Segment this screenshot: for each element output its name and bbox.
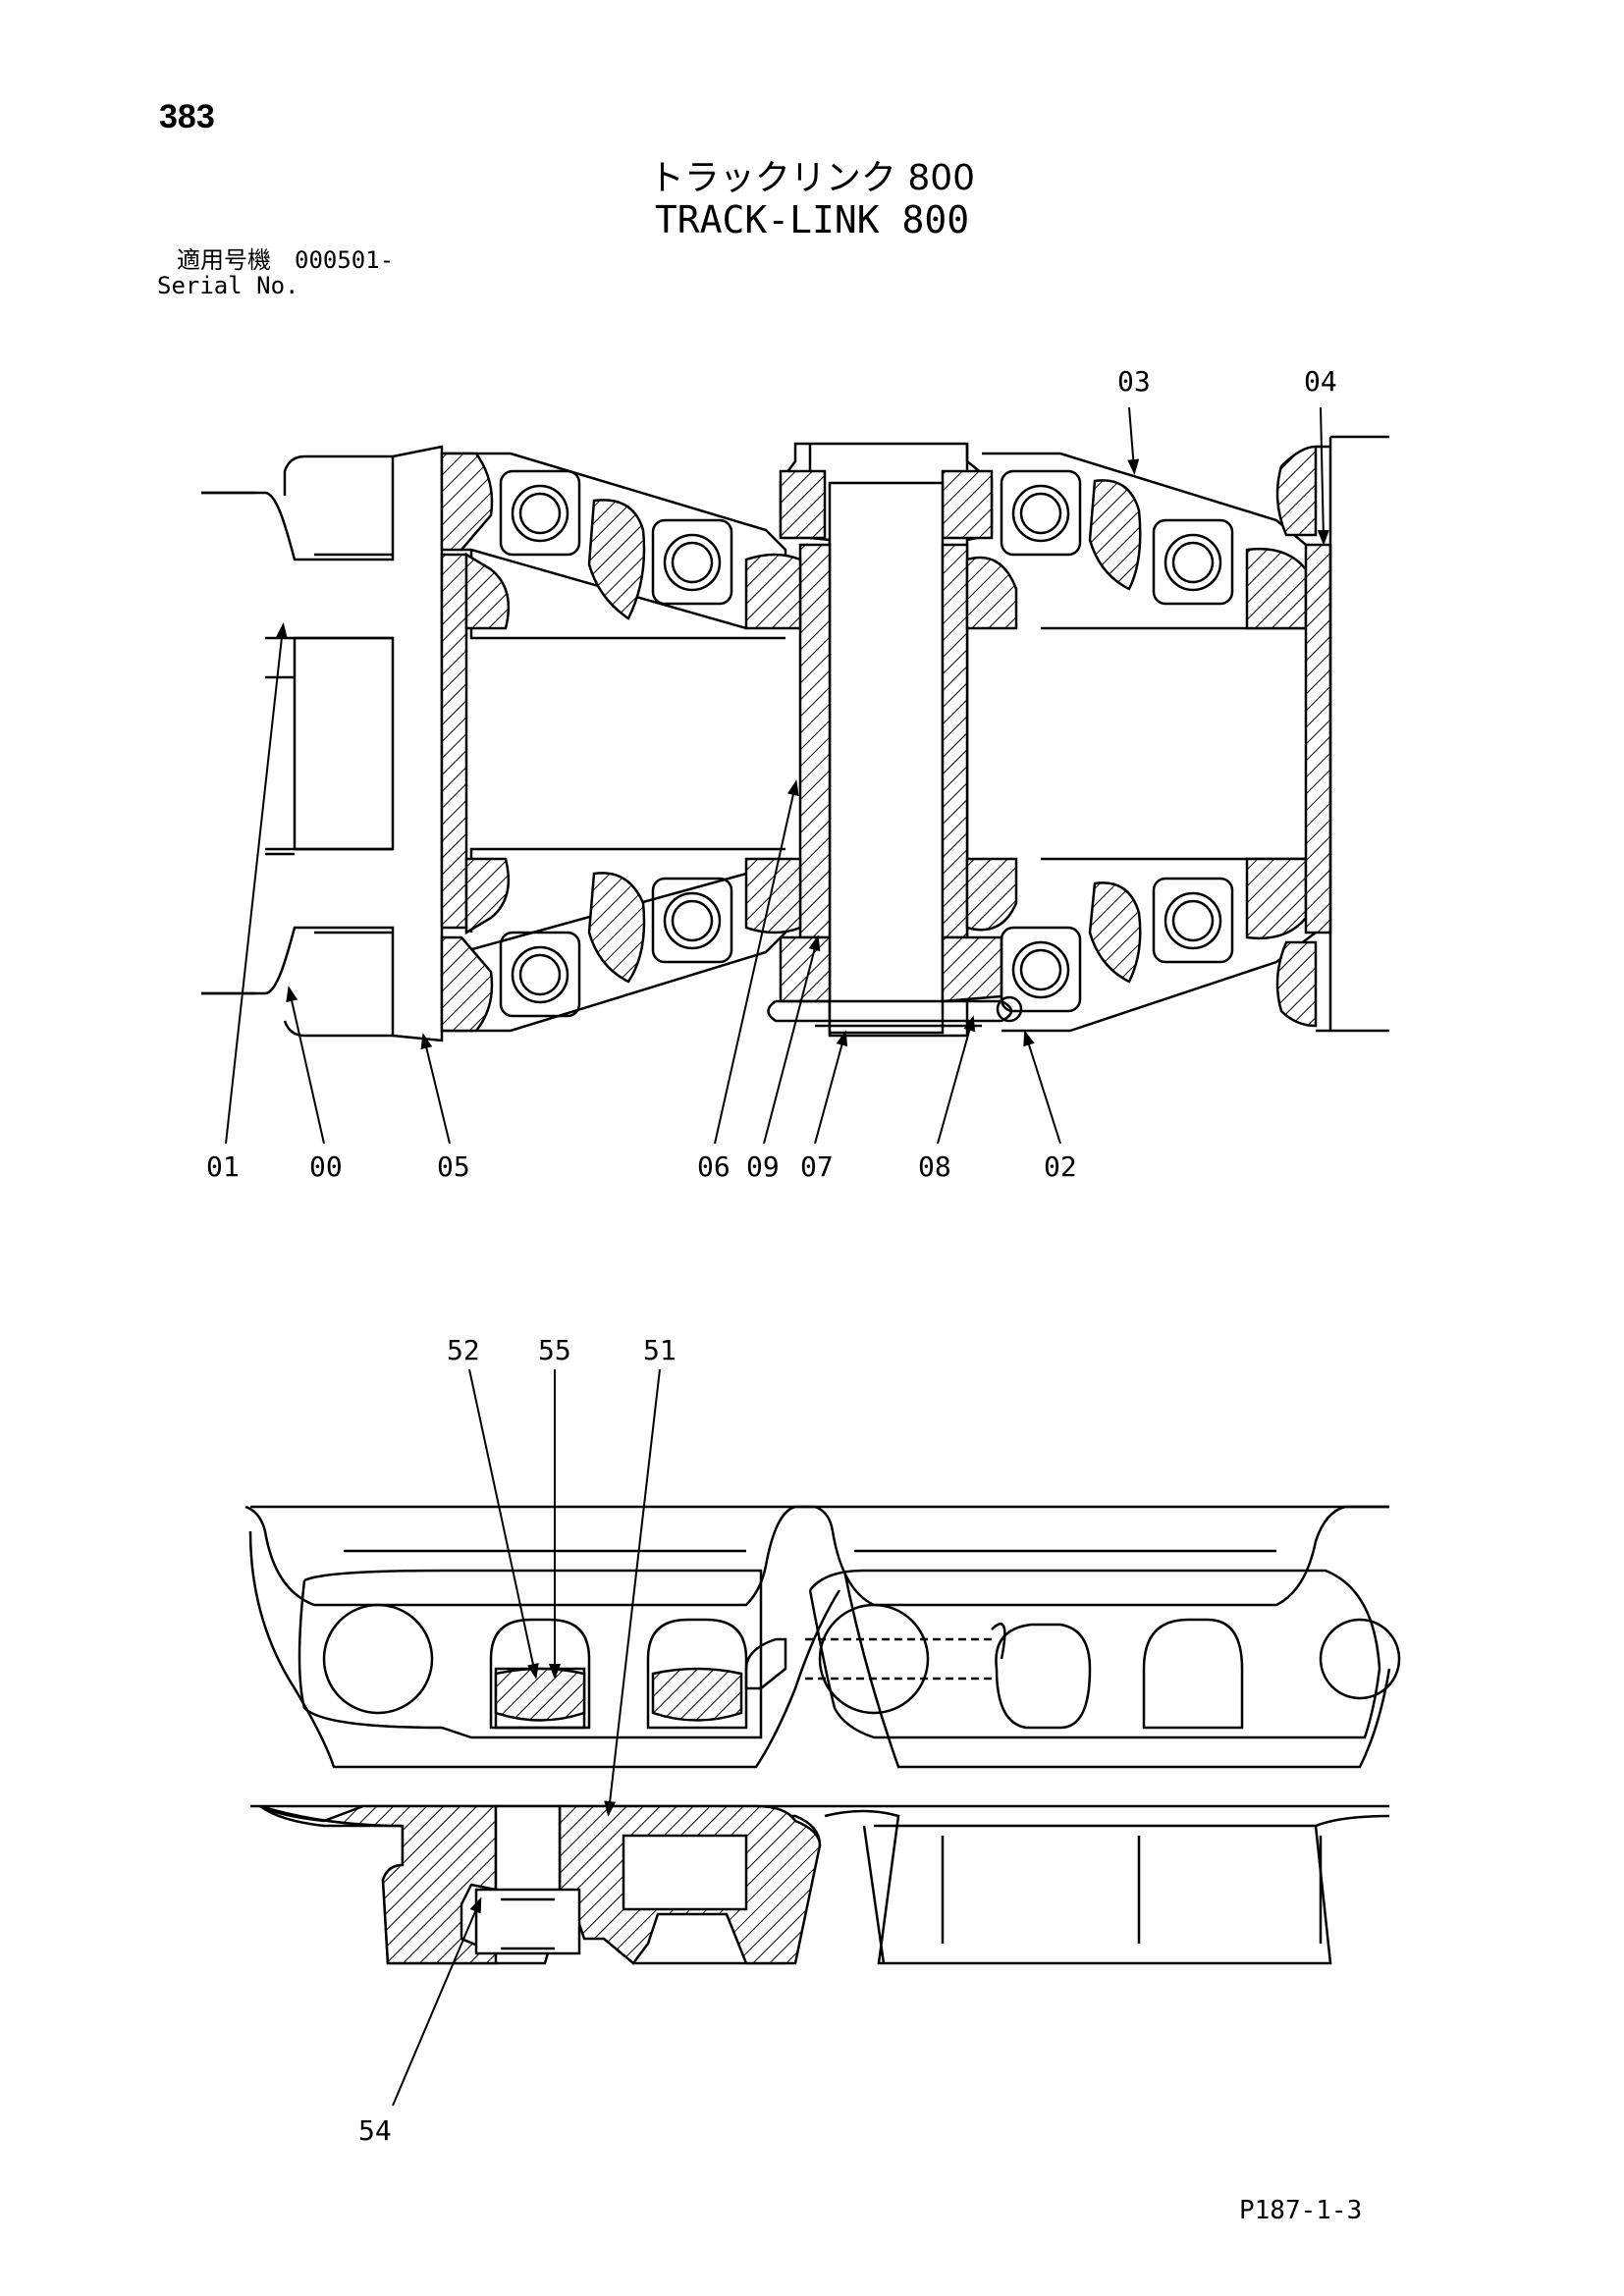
serial-row-jp: 適用号機 000501- — [157, 247, 394, 273]
leader-07 — [814, 1030, 848, 1145]
callout-02: 02 — [1044, 1150, 1077, 1183]
leader-00 — [286, 986, 325, 1145]
side-view-leaders — [392, 1368, 661, 2107]
serial-value: 000501- — [295, 246, 395, 274]
leader-51 — [604, 1368, 661, 1817]
leader-01 — [225, 622, 288, 1145]
leader-05 — [420, 1033, 451, 1145]
leader-54 — [392, 1896, 482, 2107]
title-english: TRACK-LINK 800 — [654, 198, 970, 241]
page-number: 383 — [159, 98, 215, 135]
callout-06: 06 — [697, 1150, 731, 1183]
callout-55: 55 — [538, 1334, 571, 1366]
callout-00: 00 — [309, 1150, 343, 1183]
title-japanese: トラックリンク 800 — [648, 158, 976, 198]
callout-01: 01 — [206, 1150, 240, 1183]
callout-05: 05 — [437, 1150, 470, 1183]
leader-04 — [1317, 406, 1329, 546]
top-view-assembly — [201, 435, 1389, 1042]
serial-block: 適用号機 000501- Serial No. — [157, 247, 394, 298]
serial-label-jp: 適用号機 — [177, 246, 271, 274]
top-view-callouts: 01 00 05 06 09 07 08 02 03 04 — [206, 365, 1337, 1183]
leader-08 — [937, 1015, 976, 1145]
side-view-callouts: 52 55 51 54 — [358, 1334, 677, 2147]
callout-03: 03 — [1117, 365, 1151, 398]
top-view-leaders — [225, 406, 1329, 1145]
leader-09 — [763, 934, 821, 1145]
serial-label-en: Serial No. — [157, 272, 299, 299]
callout-51: 51 — [643, 1334, 677, 1366]
callout-52: 52 — [447, 1334, 480, 1366]
drawing-code: P187-1-3 — [1239, 2196, 1363, 2225]
leader-03 — [1127, 406, 1140, 475]
callout-54: 54 — [358, 2114, 392, 2147]
callout-08: 08 — [918, 1150, 951, 1183]
side-view-assembly — [244, 1505, 1401, 1965]
callout-09: 09 — [746, 1150, 780, 1183]
callout-04: 04 — [1304, 365, 1337, 398]
leader-06 — [714, 779, 799, 1145]
leader-52 — [468, 1368, 539, 1680]
leader-02 — [1023, 1030, 1061, 1145]
callout-07: 07 — [800, 1150, 834, 1183]
